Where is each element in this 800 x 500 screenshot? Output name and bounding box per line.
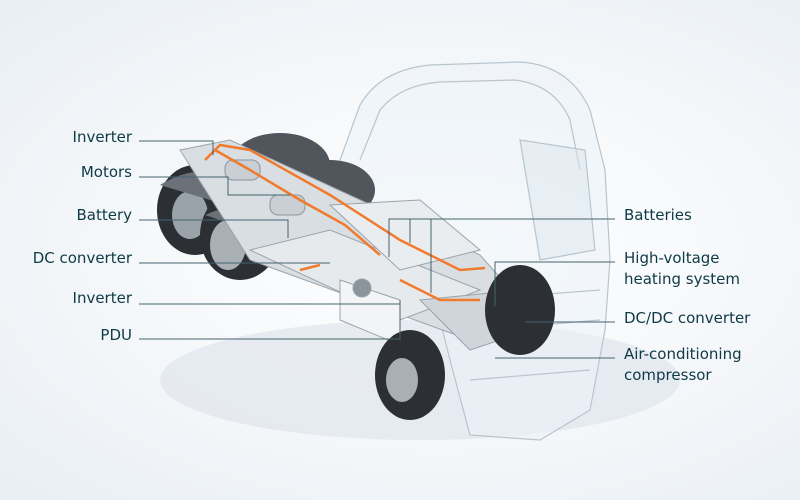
label-inverter-front: Inverter [72, 289, 132, 307]
front-wheels [375, 265, 555, 420]
label-pdu: PDU [100, 326, 132, 344]
label-inverter-rear: Inverter [72, 128, 132, 146]
leader-lines [139, 140, 615, 359]
label-dcdc-converter: DC/DC converter [624, 309, 751, 327]
label-motors: Motors [80, 163, 132, 181]
hv-cables [204, 143, 486, 302]
label-ac-compressor: Air-conditioning compressor [624, 345, 742, 384]
label-dc-converter: DC converter [32, 249, 132, 267]
label-hv-heating: High-voltage heating system [624, 249, 741, 288]
label-battery: Battery [76, 206, 132, 224]
chassis [179, 139, 546, 351]
motors [224, 159, 306, 216]
label-batteries: Batteries [624, 206, 692, 224]
